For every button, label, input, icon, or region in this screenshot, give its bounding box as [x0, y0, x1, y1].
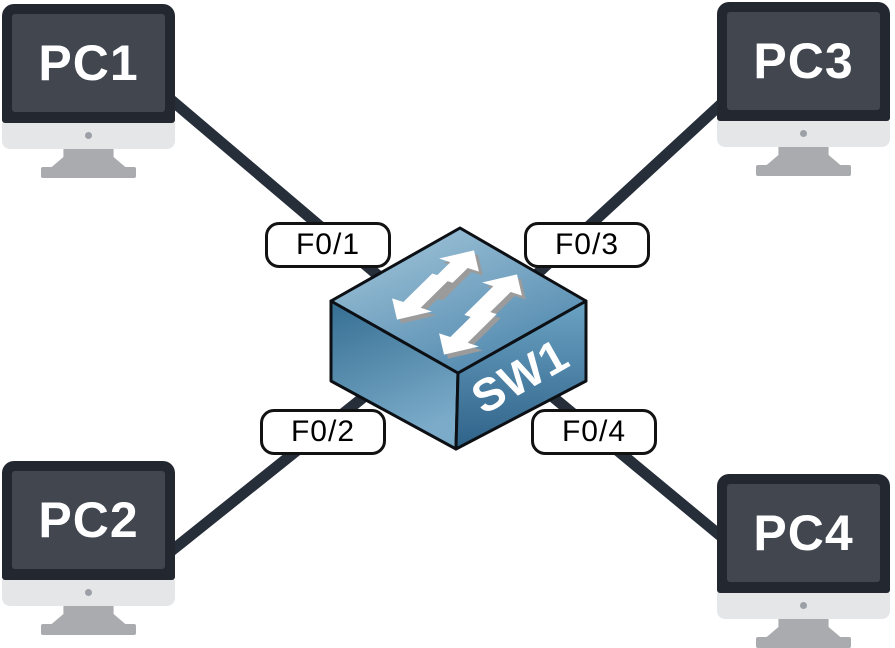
port-label-f0-2-text: F0/2 [290, 415, 356, 448]
pc3-camera-dot-icon [800, 130, 807, 137]
pc3-stand [765, 147, 842, 166]
pc3-chin [717, 121, 890, 147]
switch-node-sw1: SW1 [329, 226, 588, 451]
switch-top-face [329, 226, 588, 375]
pc1-stand [50, 149, 127, 168]
pc4-stand [765, 619, 842, 638]
port-label-f0-3-text: F0/3 [554, 228, 620, 261]
pc3-label: PC3 [753, 33, 854, 89]
port-label-f0-1-text: F0/1 [295, 228, 361, 261]
pc2-label: PC2 [38, 492, 139, 548]
pc-node-pc1: PC1 [2, 4, 175, 178]
port-label-f0-1: F0/1 [265, 222, 391, 268]
pc1-label: PC1 [38, 35, 139, 91]
pc4-label: PC4 [753, 505, 854, 561]
pc3-screen: PC3 [727, 12, 880, 110]
port-label-f0-4-text: F0/4 [561, 415, 627, 448]
pc1-base [41, 167, 136, 178]
pc-node-pc3: PC3 [717, 2, 890, 176]
pc2-stand [50, 606, 127, 625]
pc1-screen: PC1 [12, 14, 165, 112]
pc2-chin [2, 580, 175, 606]
port-label-f0-2: F0/2 [260, 409, 386, 455]
pc1-monitor: PC1 [2, 4, 175, 123]
pc-node-pc4: PC4 [717, 474, 890, 648]
pc2-monitor: PC2 [2, 461, 175, 580]
pc2-camera-dot-icon [85, 589, 92, 596]
pc4-base [756, 637, 851, 648]
pc-node-pc2: PC2 [2, 461, 175, 635]
port-label-f0-4: F0/4 [531, 409, 657, 455]
pc4-screen: PC4 [727, 484, 880, 582]
pc2-screen: PC2 [12, 471, 165, 569]
pc1-camera-dot-icon [85, 132, 92, 139]
pc1-chin [2, 123, 175, 149]
pc3-monitor: PC3 [717, 2, 890, 121]
port-label-f0-3: F0/3 [524, 222, 650, 268]
pc4-monitor: PC4 [717, 474, 890, 593]
pc3-base [756, 165, 851, 176]
pc4-chin [717, 593, 890, 619]
pc2-base [41, 624, 136, 635]
pc4-camera-dot-icon [800, 602, 807, 609]
